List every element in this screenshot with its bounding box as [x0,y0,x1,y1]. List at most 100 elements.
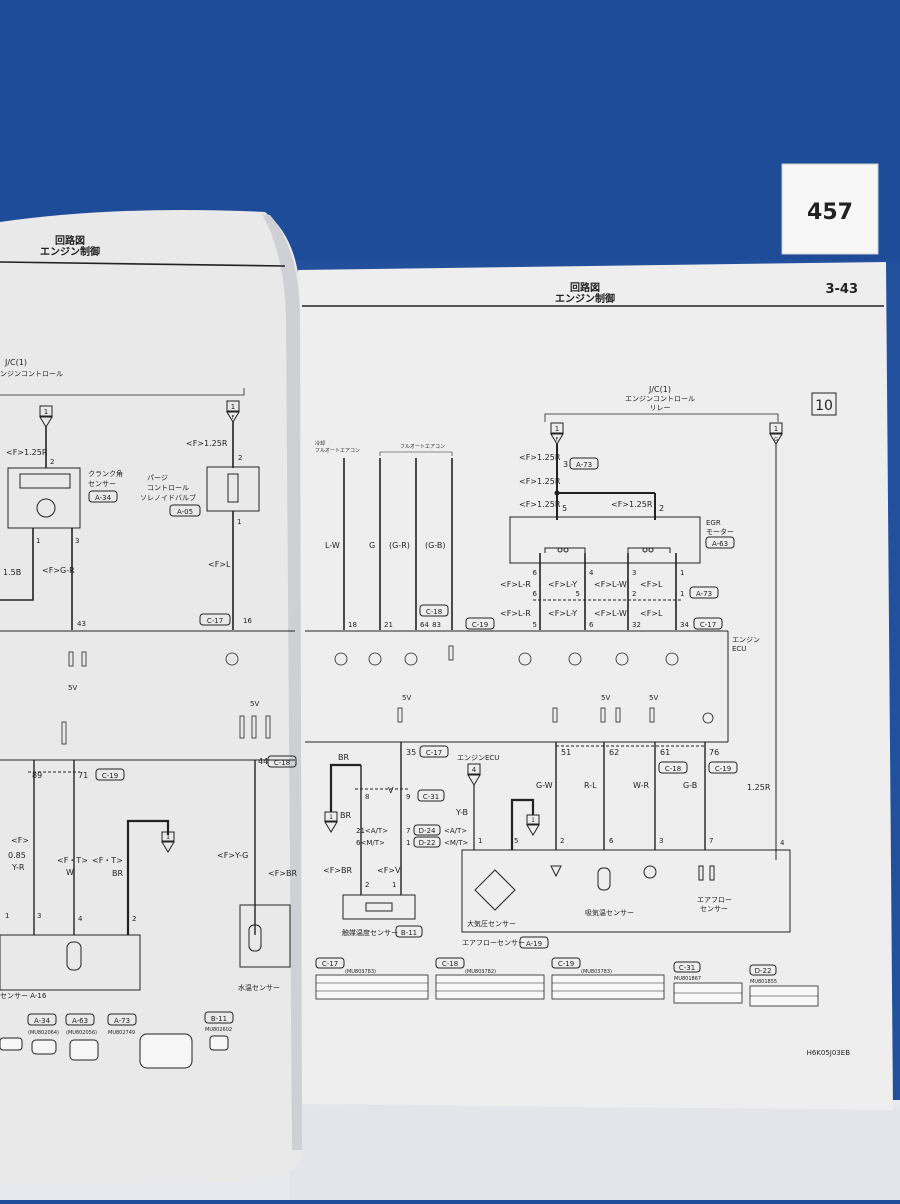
pin-51: 51 [561,748,571,757]
wire-l-w: L-W [325,541,340,550]
label-full-auto-1: フルオートエアコン [315,448,360,454]
left-conn-f: F [232,415,235,421]
pin-64: 64 [420,621,429,629]
catalyst-sensor-label: 触媒温度センサー [342,928,398,937]
left-mu-b11: MU802602 [205,1027,232,1033]
left-wire-br: BR [112,869,123,878]
pin-6b: 6 [533,590,538,598]
pin-6a: 6 [533,569,538,577]
right-page-number: 3-43 [825,282,858,297]
left-pin-4: 4 [78,915,83,923]
pin-18: 18 [348,621,357,629]
mt-label: <M/T> [444,839,469,847]
v5-b: 5V [601,694,610,702]
left-wire-ft-w: <F・T> [57,856,88,865]
wire-lr-2: <F>L-R [500,609,531,618]
pin-7: 7 [406,827,410,835]
wire-f-v: <F>V [377,866,401,875]
bottom-d22: D-22 [755,967,772,975]
airflow-label-1: エアフロー [697,896,732,904]
left-pin-1-b: 1 [237,518,241,526]
conn-4: 4 [472,766,477,774]
wire-v: V [388,786,394,795]
left-pin-71: 71 [78,771,88,780]
right-page-content: 回路図 エンジン制御 3-43 10 J/C(1) エンジンコントロール リレー… [302,281,884,1057]
wire-lw: <F>L-W [594,580,627,589]
left-wire-gr: <F>G-R [42,566,75,575]
wire-125r-1: <F>1.25R [519,453,561,462]
wire-lr: <F>L-R [500,580,531,589]
label-full-auto-2: フルオートエアコン [400,444,445,450]
connector-diagrams: C-17 (MU803783) C-18 (MU803782) C-19 (MU… [315,957,819,1007]
conn-1-box: 1 [555,425,559,433]
conn-c19-top: C-19 [472,621,488,629]
left-conn-c18: C-18 [274,759,290,767]
wire-125r-3: <F>1.25R [519,500,561,509]
left-header-title: 回路図 [55,234,85,247]
conn-1-box-b: 1 [774,425,778,433]
left-wire-yr: Y-R [11,863,25,872]
left-conn-1: 1 [44,408,48,416]
bottom-mu-c18: (MU803782) [465,969,496,975]
left-pin-2-c: 2 [132,915,136,923]
pin-3e: 3 [659,837,663,845]
conn-d22: D-22 [419,839,436,847]
wire-l: <F>L [640,580,663,589]
pin-76: 76 [709,748,719,757]
wire-gb2: G-B [683,781,697,790]
wire-l-2: <F>L [640,609,663,618]
engine-ecu-label: エンジンECU [457,754,499,762]
lot-number-sticker: 457 [781,163,879,255]
wire-ly: <F>L-Y [548,580,577,589]
pin-7e: 7 [709,837,713,845]
left-page [0,209,302,1185]
conn-1-br: 1 [329,814,333,821]
pin-5e: 5 [514,837,518,845]
conn-f-tri: F [556,437,559,443]
left-wire-yg: <F>Y-G [217,851,248,860]
left-wire-ft-br: <F・T> [92,856,123,865]
sticker-number: 457 [807,200,853,225]
wire-g-r: (G-R) [389,541,410,550]
section-number: 10 [815,398,833,414]
left-pin-1-c: 1 [5,912,9,920]
pin-2: 2 [659,504,664,513]
at-label: <A/T> [444,827,467,835]
pin-62: 62 [609,748,619,757]
bottom-c19: C-19 [558,960,574,968]
left-bottom-a73: A-73 [114,1017,130,1025]
wire-125r-4: <F>1.25R [611,500,653,509]
wire-rl: R-L [584,781,597,790]
pin-8: 8 [365,793,369,801]
conn-c18-top: C-18 [426,608,442,616]
pin-1d: 1 [392,881,396,889]
egr-label-1: EGR [706,519,721,527]
conn-d24: D-24 [419,827,436,835]
pin-2b: 2 [632,590,636,598]
doc-code: H6K05J03EB [807,1049,851,1057]
conn-a19: A-19 [526,940,542,948]
purge-label-3: ソレノイドバルブ [140,493,196,502]
left-pin-1: 1 [36,537,40,545]
right-page [298,262,893,1110]
pin-6mt: 6<M/T> [356,839,385,847]
left-pin-89: 89 [32,771,42,780]
wire-yb: Y-B [455,808,468,817]
left-jc-label: J/C(1) [4,358,27,367]
bottom-mu-d22: MU801855 [750,979,777,985]
left-conn-a05: A-05 [177,508,193,516]
conn-c18-mid: C-18 [665,765,681,773]
conn-a63: A-63 [712,540,728,548]
pin-83: 83 [432,621,441,629]
pin-6c: 6 [589,621,594,629]
ecu-label-2: ECU [732,645,746,653]
left-mu-a73: MU802749 [108,1030,135,1036]
pin-32: 32 [632,621,641,629]
pin-61: 61 [660,748,670,757]
bottom-mu-c31: MU801867 [674,976,701,982]
wire-lw-2: <F>L-W [594,609,627,618]
left-pin-44: 44 [258,757,268,766]
right-header-subtitle: エンジン制御 [555,292,615,305]
